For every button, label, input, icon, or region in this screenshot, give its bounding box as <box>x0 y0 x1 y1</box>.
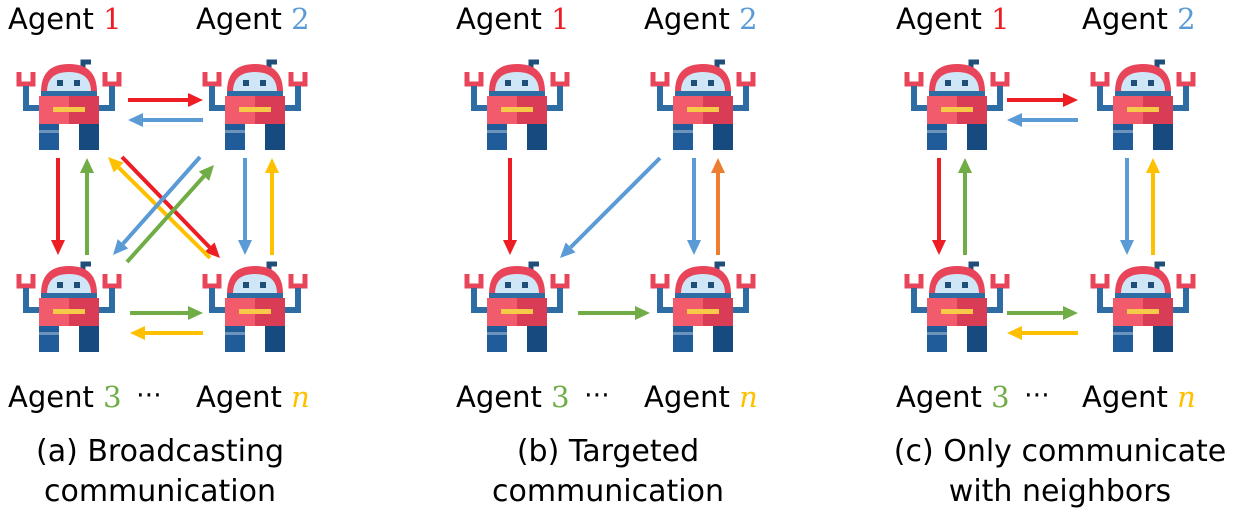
arrow-1-to-3 <box>51 158 65 255</box>
ellipsis: ⋯ <box>584 380 610 410</box>
arrow-n-to-2 <box>1146 158 1160 255</box>
arrow-1-to-3 <box>932 158 946 255</box>
arrow-3-to-1 <box>958 158 972 255</box>
targeted-robot-agent-1 <box>464 59 570 150</box>
arrow-3-to-n <box>1007 306 1078 320</box>
arrow-3-to-n <box>130 306 203 320</box>
targeted-robot-agent-2 <box>650 59 756 150</box>
neighbors-robot-agent-3 <box>904 261 1010 352</box>
agent-2-label: Agent 2 <box>644 2 758 36</box>
agent-1-label: Agent 1 <box>896 2 1010 36</box>
neighbors-robot-agent-2 <box>1090 59 1196 150</box>
arrow-1-to-2 <box>1007 93 1078 107</box>
agent-1-label: Agent 1 <box>8 2 122 36</box>
arrow-n-to-3 <box>1007 326 1078 340</box>
agent-3-label: Agent 3 <box>456 380 570 414</box>
arrow-2-to-3 <box>113 155 202 255</box>
arrow-2-to-1 <box>128 113 203 127</box>
agent-3-label: Agent 3 <box>896 380 1010 414</box>
arrow-2-to-n <box>687 158 701 255</box>
targeted-robot-agent-n <box>650 261 756 352</box>
arrow-3-to-2 <box>125 165 214 264</box>
ellipsis: ⋯ <box>1024 380 1050 410</box>
agent-3-label: Agent 3 <box>8 380 122 414</box>
agent-2-label: Agent 2 <box>1082 2 1196 36</box>
arrow-2-to-3 <box>560 156 662 258</box>
broadcasting-robot-agent-2 <box>202 59 308 150</box>
arrow-n-to-2 <box>711 158 725 255</box>
agent-n-label: Agent n <box>196 380 310 414</box>
panel-neighbors: Agent 1 Agent 2 Agent 3 ⋯ Agent n (c) On… <box>894 0 1234 517</box>
panel-targeted: Agent 1 Agent 2 Agent 3 ⋯ Agent n (b) Ta… <box>448 0 848 517</box>
arrow-1-to-n <box>120 155 220 258</box>
arrow-3-to-1 <box>80 158 94 255</box>
neighbors-robot-agent-1 <box>904 59 1010 150</box>
agent-n-label: Agent n <box>644 380 758 414</box>
broadcasting-robot-agent-3 <box>16 261 122 352</box>
arrow-3-to-n <box>578 306 650 320</box>
arrow-2-to-1 <box>1007 113 1078 127</box>
arrow-1-to-2 <box>128 93 203 107</box>
broadcasting-robot-agent-n <box>202 261 308 352</box>
arrow-n-to-1 <box>108 157 212 260</box>
agent-2-label: Agent 2 <box>196 2 310 36</box>
neighbors-robot-agent-n <box>1090 261 1196 352</box>
targeted-robot-agent-3 <box>464 261 570 352</box>
broadcasting-robot-agent-1 <box>16 59 122 150</box>
agent-1-label: Agent 1 <box>456 2 570 36</box>
arrow-n-to-3 <box>130 326 203 340</box>
panel-broadcasting: Agent 1 Agent 2 Agent 3 ⋯ Agent n (a) Br… <box>0 0 400 517</box>
ellipsis: ⋯ <box>136 380 162 410</box>
arrow-n-to-2 <box>265 158 279 255</box>
arrow-2-to-n <box>1120 158 1134 255</box>
agent-n-label: Agent n <box>1082 380 1196 414</box>
arrow-2-to-n <box>238 158 252 255</box>
arrow-1-to-3 <box>503 158 517 255</box>
